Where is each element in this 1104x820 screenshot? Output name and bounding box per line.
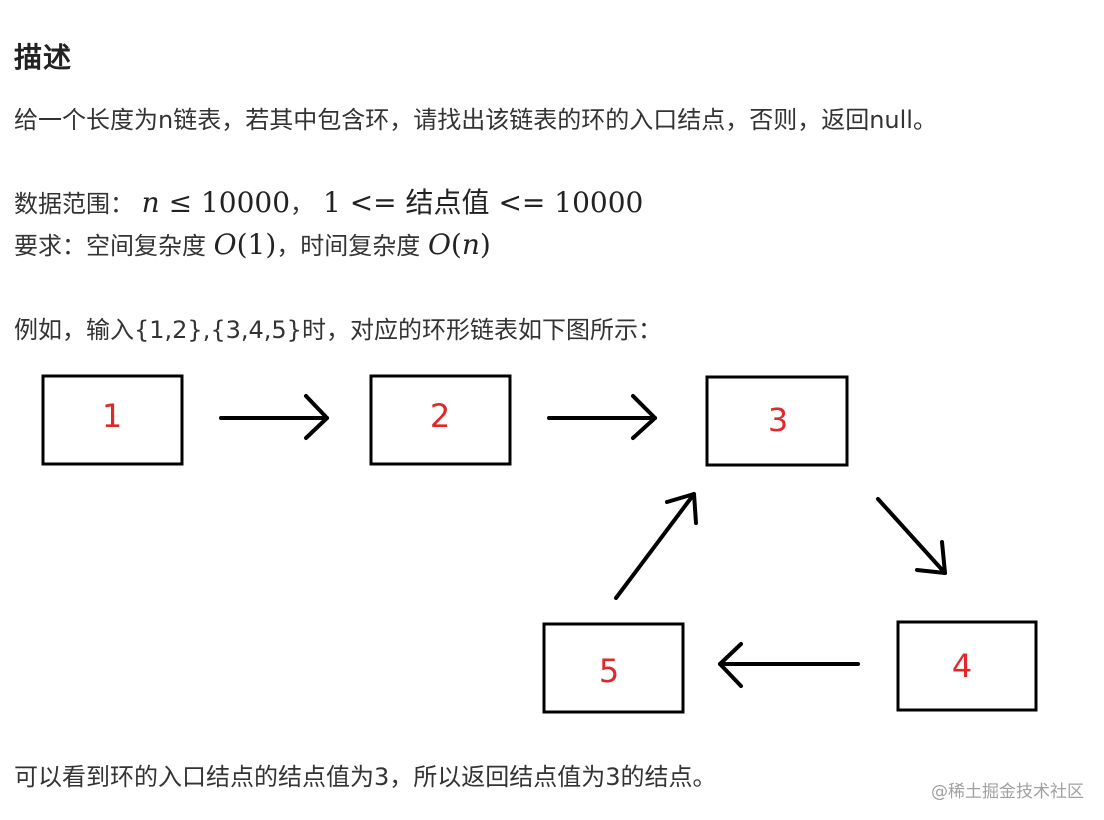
node-box — [41, 374, 184, 466]
le-symbol: ≤ — [168, 186, 193, 219]
list-node-2: 2 — [369, 374, 512, 466]
list-node-3: 3 — [705, 375, 849, 467]
space-arg: 1 — [247, 228, 266, 261]
linked-list-cycle-diagram: 1 2 3 4 5 — [41, 374, 1038, 714]
list-node-4: 4 — [896, 620, 1038, 712]
arrow-2-to-3 — [547, 394, 657, 440]
time-complexity: O(n) — [427, 228, 491, 261]
var-n: n — [141, 186, 160, 219]
node-value: 1 — [102, 397, 122, 435]
node-value: 2 — [430, 397, 450, 435]
node-value: 3 — [768, 401, 788, 439]
node-value: 4 — [952, 647, 972, 685]
arrow-5-to-3 — [614, 492, 698, 600]
space-complexity-label: 要求：空间复杂度 — [14, 232, 206, 260]
arrow-4-to-5 — [718, 642, 860, 688]
list-node-1: 1 — [41, 374, 184, 466]
value-max: 10000 — [554, 186, 644, 219]
node-value-term: 结点值 — [405, 186, 490, 219]
section-heading: 描述 — [14, 41, 73, 74]
node-value: 5 — [599, 652, 619, 690]
n-max: 10000 — [200, 186, 291, 219]
big-o-time: O — [427, 228, 451, 261]
arrow-3-to-4 — [876, 497, 947, 575]
data-range-formula: n ≤ 10000 — [142, 186, 290, 219]
big-o-space: O — [213, 228, 237, 261]
node-value-formula: 1 <= 结点值 <= 10000 — [314, 186, 643, 219]
time-arg: n — [461, 228, 480, 261]
node-box — [542, 622, 685, 714]
value-min: 1 — [322, 186, 341, 219]
node-box — [705, 375, 849, 467]
complexity-requirement: 要求：空间复杂度 O(1)，时间复杂度 O(n) — [14, 226, 491, 261]
space-complexity: O(1) — [213, 228, 277, 261]
range-separator: ， — [290, 190, 315, 218]
time-complexity-label: ，时间复杂度 — [276, 232, 421, 260]
arrow-1-to-2 — [219, 394, 329, 440]
data-range: 数据范围： n ≤ 10000， 1 <= 结点值 <= 10000 — [14, 181, 643, 221]
lte-symbol-2: <= — [498, 186, 546, 219]
data-range-label: 数据范围： — [14, 190, 134, 218]
example-text: 例如，输入{1,2},{3,4,5}时，对应的环形链表如下图所示： — [14, 316, 662, 344]
node-box — [369, 374, 512, 466]
problem-description: 给一个长度为n链表，若其中包含环，请找出该链表的环的入口结点，否则，返回null… — [14, 106, 937, 134]
watermark: @稀土掘金技术社区 — [931, 782, 1084, 802]
list-node-5: 5 — [542, 622, 685, 714]
conclusion-text: 可以看到环的入口结点的结点值为3，所以返回结点值为3的结点。 — [14, 763, 717, 791]
lte-symbol-1: <= — [349, 186, 397, 219]
node-box — [896, 620, 1038, 712]
